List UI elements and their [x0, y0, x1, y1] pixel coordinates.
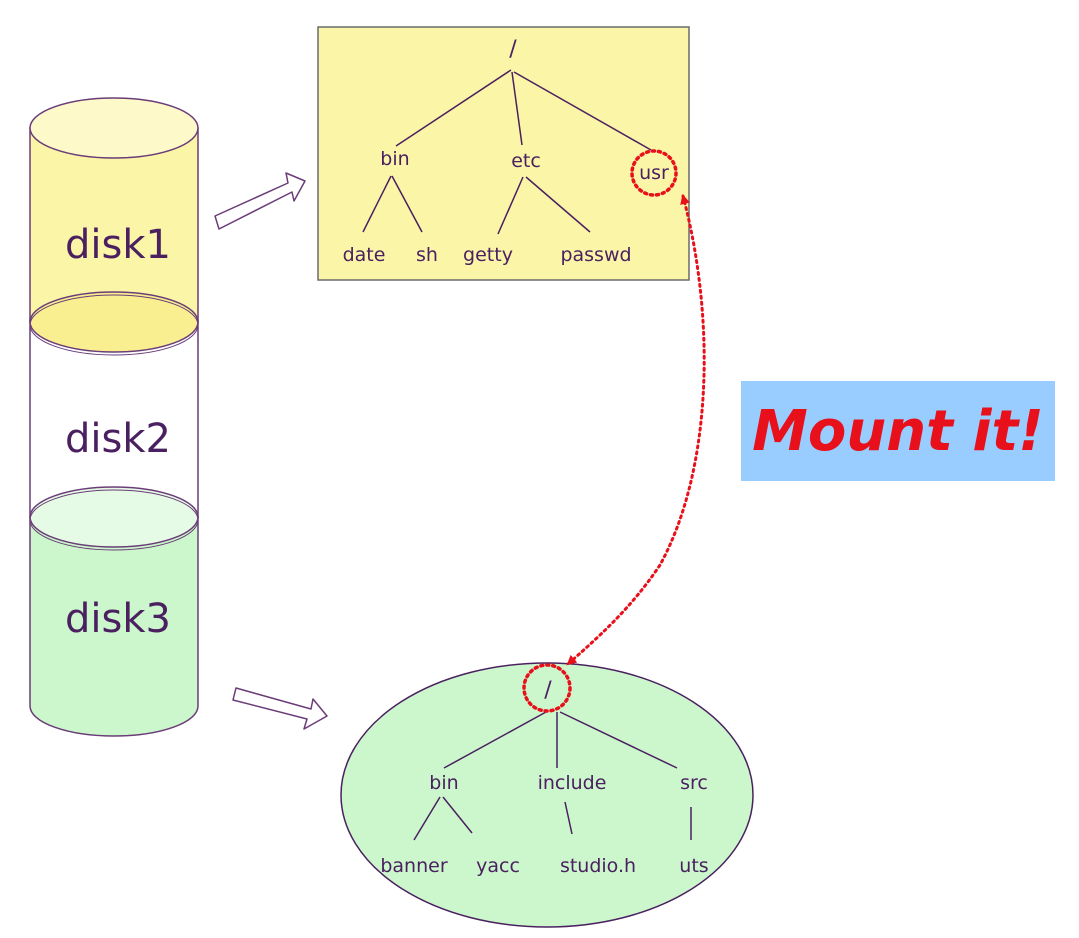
tree2-node-include: include	[538, 772, 607, 794]
disk1-top	[29, 97, 199, 159]
tree1-node-passwd: passwd	[560, 244, 631, 266]
banner-text: Mount it!	[752, 399, 1044, 464]
disk3-label: disk3	[65, 596, 171, 642]
tree1-background	[317, 26, 690, 281]
tree1-root: /	[509, 37, 517, 62]
tree1-node-usr: usr	[639, 162, 669, 184]
mount-it-banner: Mount it!	[741, 381, 1055, 481]
tree2-node-bin: bin	[429, 772, 458, 794]
root-mount-highlight	[522, 663, 572, 713]
tree2-root: /	[544, 678, 552, 703]
tree1-node-bin: bin	[380, 148, 409, 170]
tree1-node-getty: getty	[463, 244, 513, 266]
tree1-node-date: date	[343, 244, 386, 266]
disk2-top	[29, 291, 199, 353]
arrow-disk1-to-tree1	[214, 172, 306, 230]
tree2-node-src: src	[680, 772, 708, 794]
tree2-node-yacc: yacc	[476, 855, 520, 877]
tree2-node-studio-h: studio.h	[560, 855, 636, 877]
tree1-node-sh: sh	[416, 244, 438, 266]
tree2-background	[340, 662, 754, 928]
banner-background	[741, 381, 1055, 481]
mount-connector-arrow	[566, 194, 706, 666]
tree2-node-uts: uts	[679, 855, 708, 877]
disk1-label: disk1	[65, 222, 171, 268]
arrow-disk3-to-tree2	[232, 687, 328, 730]
tree2-node-banner: banner	[380, 855, 447, 877]
tree1-panel: / bin etc usr date sh getty passwd	[317, 26, 690, 281]
disk3-top	[29, 486, 199, 548]
disk-stack: disk1 disk2 disk3	[29, 97, 199, 737]
disk3-body	[29, 516, 199, 737]
tree1-node-etc: etc	[511, 150, 541, 172]
tree2-edges	[413, 711, 692, 841]
disk2-label: disk2	[65, 416, 171, 462]
tree2-panel: / bin include src banner yacc studio.h u…	[340, 662, 754, 928]
